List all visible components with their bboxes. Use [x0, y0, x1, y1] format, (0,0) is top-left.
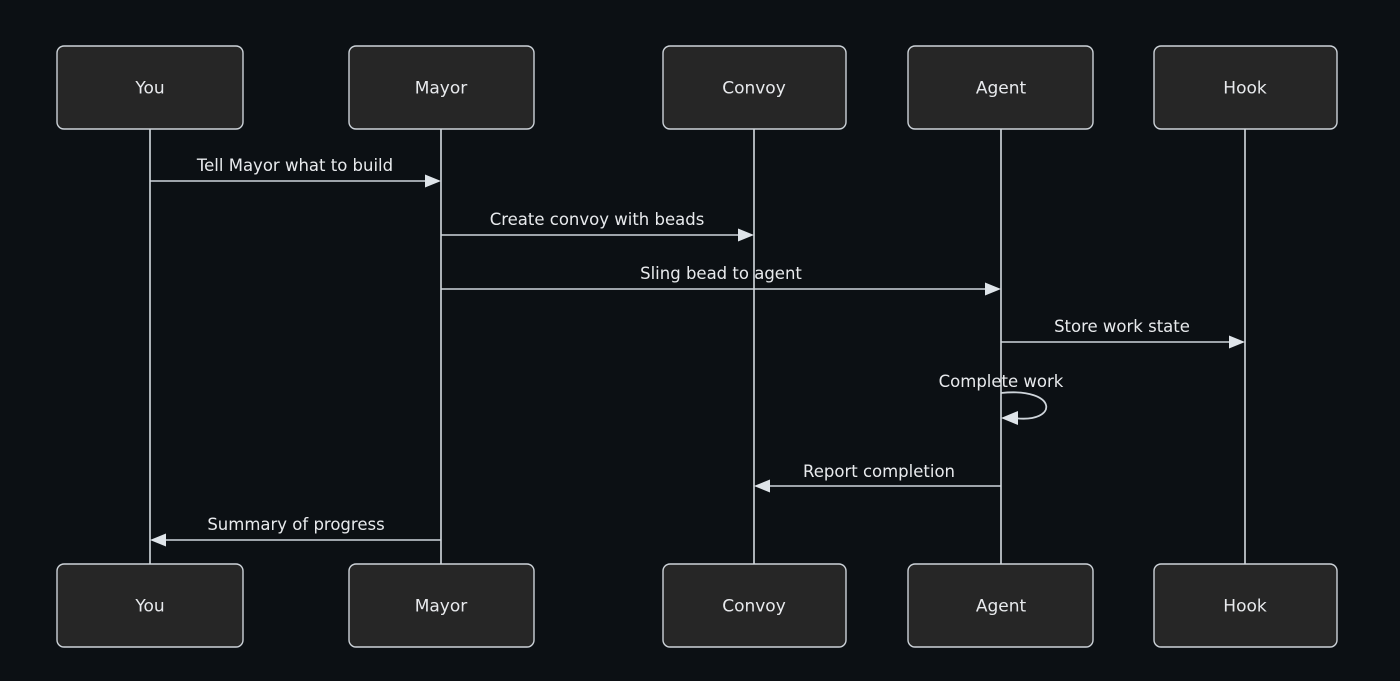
actor-label-mayor: Mayor [415, 597, 468, 617]
message-label-m4: Store work state [1054, 317, 1190, 336]
actor-hook-top[interactable]: Hook [1153, 45, 1338, 130]
actor-box-agent[interactable] [907, 563, 1094, 648]
actor-label-you: You [134, 79, 164, 99]
actor-agent-bottom[interactable]: Agent [907, 563, 1094, 648]
message-m1[interactable]: Tell Mayor what to build [150, 156, 441, 188]
message-m5[interactable]: Complete work [939, 372, 1064, 425]
actor-label-agent: Agent [976, 597, 1027, 617]
actor-agent-top[interactable]: Agent [907, 45, 1094, 130]
message-arrowhead [985, 282, 1001, 296]
actor-label-you: You [134, 597, 164, 617]
actor-label-convoy: Convoy [722, 597, 786, 617]
actor-box-agent[interactable] [907, 45, 1094, 130]
actor-mayor-top[interactable]: Mayor [348, 45, 535, 130]
actor-box-mayor[interactable] [348, 563, 535, 648]
actor-label-agent: Agent [976, 79, 1027, 99]
message-m6[interactable]: Report completion [754, 462, 1001, 493]
actor-convoy-bottom[interactable]: Convoy [662, 563, 847, 648]
message-m2[interactable]: Create convoy with beads [441, 210, 754, 242]
message-arrowhead [1229, 335, 1245, 349]
actor-box-hook[interactable] [1153, 563, 1338, 648]
message-arrowhead [738, 228, 754, 242]
message-label-m3: Sling bead to agent [640, 264, 802, 283]
actor-you-top[interactable]: You [56, 45, 244, 130]
actor-box-you[interactable] [56, 45, 244, 130]
actor-hook-bottom[interactable]: Hook [1153, 563, 1338, 648]
actor-you-bottom[interactable]: You [56, 563, 244, 648]
message-self-loop-path [1000, 391, 1048, 420]
actor-convoy-top[interactable]: Convoy [662, 45, 847, 130]
message-label-m1: Tell Mayor what to build [196, 156, 393, 175]
actor-label-convoy: Convoy [722, 79, 786, 99]
message-m3[interactable]: Sling bead to agent [441, 264, 1001, 296]
actor-label-hook: Hook [1223, 597, 1267, 617]
actor-box-hook[interactable] [1153, 45, 1338, 130]
message-label-m5: Complete work [939, 372, 1064, 391]
actor-box-convoy[interactable] [662, 45, 847, 130]
message-m4[interactable]: Store work state [1001, 317, 1245, 349]
actor-box-convoy[interactable] [662, 563, 847, 648]
actor-label-hook: Hook [1223, 79, 1267, 99]
actor-mayor-bottom[interactable]: Mayor [348, 563, 535, 648]
lifelines-group [149, 129, 1246, 564]
actor-boxes-top: You Mayor Convoy Agent Hook [56, 45, 1338, 130]
actor-label-mayor: Mayor [415, 79, 468, 99]
message-m7[interactable]: Summary of progress [150, 515, 441, 547]
message-label-m7: Summary of progress [207, 515, 384, 534]
message-arrowhead [754, 479, 770, 493]
message-label-m6: Report completion [803, 462, 955, 481]
message-arrowhead [150, 533, 166, 547]
actor-box-you[interactable] [56, 563, 244, 648]
message-label-m2: Create convoy with beads [490, 210, 705, 229]
message-arrowhead [425, 174, 441, 188]
actor-box-mayor[interactable] [348, 45, 535, 130]
actor-boxes-bottom: You Mayor Convoy Agent Hook [56, 563, 1338, 648]
message-arrowhead [1001, 411, 1018, 425]
